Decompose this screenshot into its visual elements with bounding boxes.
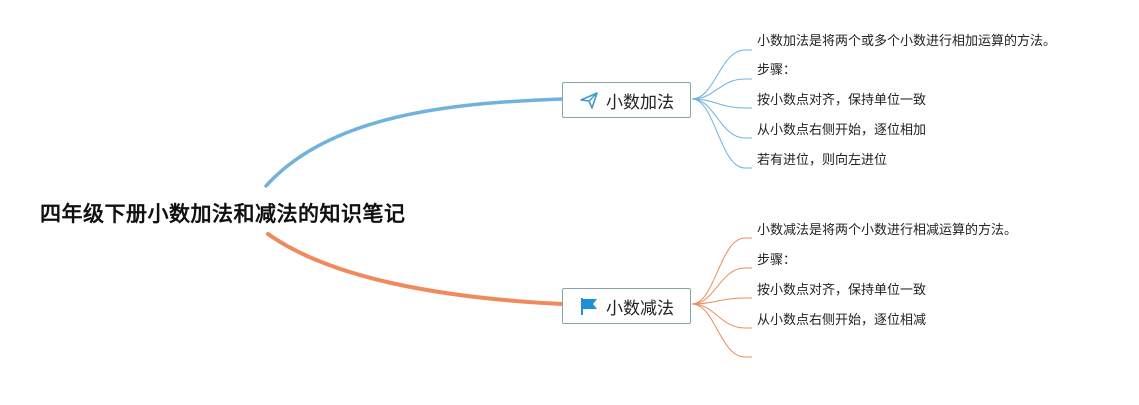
leaf-addition-definition[interactable]: 小数加法是将两个或多个小数进行相加运算的方法。 [757, 34, 1057, 49]
connector-root-to-addition [264, 97, 564, 188]
leaf-subtraction-empty[interactable] [757, 342, 777, 358]
branch-node-subtraction[interactable]: 小数减法 [562, 288, 691, 324]
leaf-subtraction-steps-heading[interactable]: 步骤： [757, 253, 797, 268]
branch-label-addition: 小数加法 [606, 92, 674, 113]
connector-subtraction-leaf-2 [691, 267, 752, 305]
paper-plane-icon [579, 90, 599, 110]
leaf-subtraction-step-1[interactable]: 按小数点对齐，保持单位一致 [757, 283, 927, 298]
leaf-subtraction-step-2[interactable]: 从小数点右侧开始，逐位相减 [757, 313, 927, 328]
connector-addition-leaf-5 [691, 98, 752, 169]
leaf-addition-step-1[interactable]: 按小数点对齐，保持单位一致 [757, 93, 927, 108]
connector-subtraction-leaf-5 [691, 303, 752, 358]
connector-addition-leaf-1 [691, 49, 752, 100]
connector-subtraction-leaf-1 [691, 237, 752, 305]
leaf-subtraction-definition[interactable]: 小数减法是将两个小数进行相减运算的方法。 [757, 223, 1018, 238]
connector-addition-leaf-3 [691, 98, 752, 109]
subtraction-leaf-connectors [691, 237, 752, 358]
branch-label-subtraction: 小数减法 [606, 298, 674, 319]
root-topic[interactable]: 四年级下册小数加法和减法的知识笔记 [40, 202, 406, 226]
leaf-addition-step-3[interactable]: 若有进位，则向左进位 [757, 153, 888, 168]
connector-subtraction-leaf-3 [691, 297, 752, 305]
branch-node-addition[interactable]: 小数加法 [562, 82, 691, 118]
connector-addition-leaf-4 [691, 98, 752, 139]
connector-root-to-subtraction [266, 232, 564, 306]
leaf-addition-steps-heading[interactable]: 步骤： [757, 63, 797, 78]
connector-addition-leaf-2 [691, 78, 752, 100]
leaf-addition-step-2[interactable]: 从小数点右侧开始，逐位相加 [757, 123, 927, 138]
connector-subtraction-leaf-4 [691, 303, 752, 329]
addition-leaf-connectors [691, 49, 752, 169]
flag-icon [579, 296, 599, 316]
